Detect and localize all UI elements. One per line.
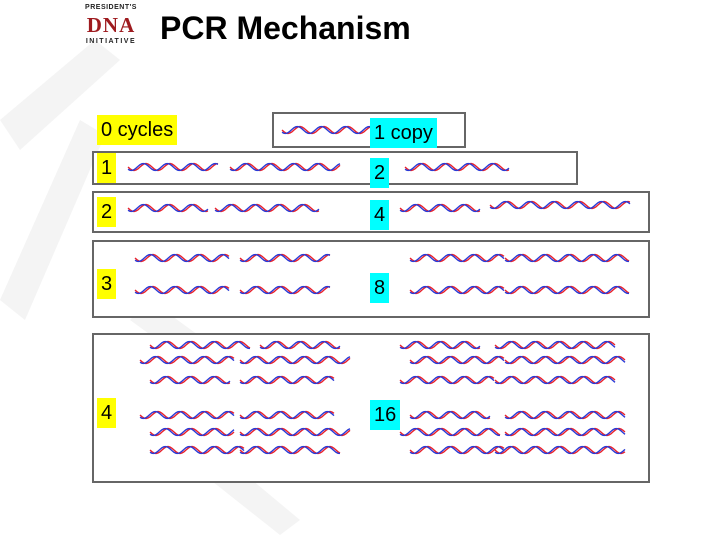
copy-label-4: 16 bbox=[370, 400, 401, 430]
copy-label-2: 4 bbox=[370, 200, 390, 230]
dna-strand bbox=[239, 375, 335, 385]
dna-strand bbox=[149, 375, 231, 385]
dna-strand bbox=[409, 355, 505, 365]
page-title: PCR Mechanism bbox=[160, 10, 411, 46]
cycle-label-0: 0 cycles bbox=[97, 115, 178, 145]
dna-strand bbox=[214, 203, 320, 213]
dna-strand bbox=[239, 285, 331, 295]
dna-strand bbox=[504, 410, 626, 420]
dna-strand bbox=[494, 445, 626, 455]
dna-strand bbox=[409, 410, 491, 420]
dna-strand bbox=[239, 253, 331, 263]
dna-strand bbox=[149, 340, 251, 350]
cycle-label-1: 1 bbox=[97, 153, 117, 183]
dna-strand bbox=[127, 162, 219, 172]
logo-bottom-text: INITIATIVE bbox=[85, 38, 137, 45]
dna-strand bbox=[399, 340, 481, 350]
dna-strand bbox=[399, 375, 495, 385]
dna-strand bbox=[494, 375, 616, 385]
dna-strand bbox=[134, 285, 230, 295]
dna-strand bbox=[149, 427, 235, 437]
logo-dna-text: DNA bbox=[86, 13, 136, 37]
dna-strand bbox=[134, 253, 230, 263]
dna-strand bbox=[399, 427, 501, 437]
dna-strand bbox=[399, 203, 481, 213]
dna-strand bbox=[239, 410, 335, 420]
dna-strand bbox=[127, 203, 209, 213]
copy-label-1: 2 bbox=[370, 158, 390, 188]
dna-strand bbox=[229, 162, 341, 172]
dna-strand bbox=[139, 410, 235, 420]
dna-strand bbox=[239, 427, 351, 437]
cycle-label-2: 2 bbox=[97, 197, 117, 227]
dna-strand bbox=[489, 200, 631, 210]
copy-label-3: 8 bbox=[370, 273, 390, 303]
cycle-label-3: 3 bbox=[97, 269, 117, 299]
dna-strand bbox=[239, 445, 341, 455]
dna-strand bbox=[239, 355, 351, 365]
dna-strand bbox=[259, 340, 341, 350]
dna-strand bbox=[409, 445, 505, 455]
cycle-label-4: 4 bbox=[97, 398, 117, 428]
dna-strand bbox=[409, 253, 505, 263]
dna-strand bbox=[494, 340, 616, 350]
dna-initiative-logo: PRESIDENT'S DNA INITIATIVE bbox=[80, 4, 142, 48]
dna-strand bbox=[404, 162, 510, 172]
dna-strand bbox=[504, 355, 626, 365]
dna-strand bbox=[504, 427, 626, 437]
dna-strand bbox=[409, 285, 505, 295]
dna-strand bbox=[149, 445, 245, 455]
dna-strand bbox=[281, 125, 373, 135]
copy-label-0: 1 copy bbox=[370, 118, 437, 148]
dna-strand bbox=[504, 285, 630, 295]
dna-strand bbox=[139, 355, 235, 365]
dna-strand bbox=[504, 253, 630, 263]
logo-top-text: PRESIDENT'S bbox=[85, 4, 137, 11]
